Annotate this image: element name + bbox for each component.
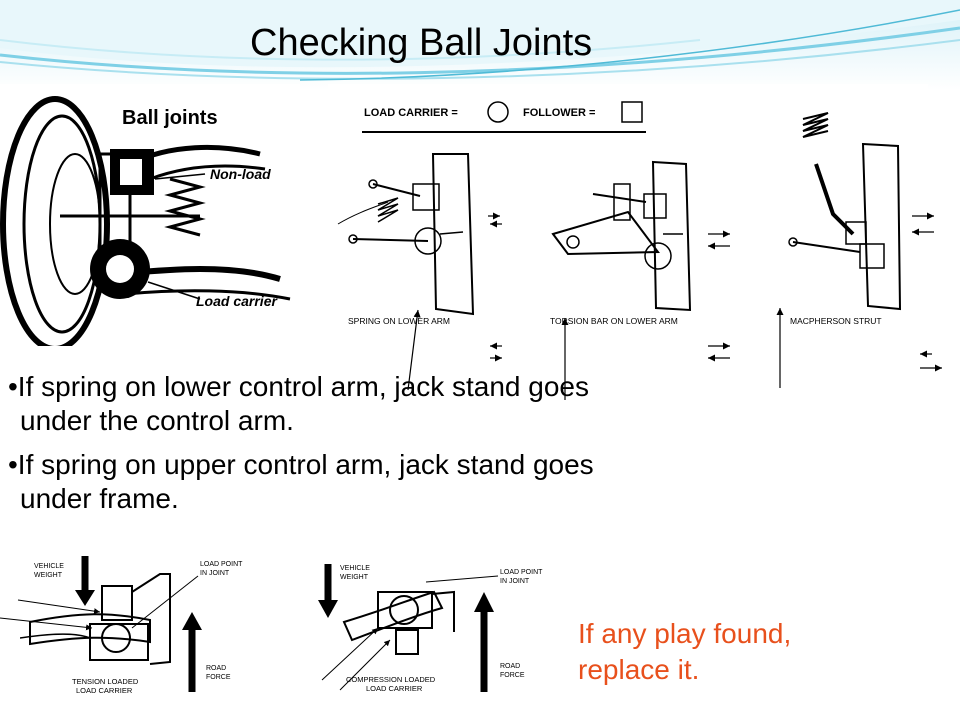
road-force-label: ROAD [500, 663, 520, 670]
bullet-line: •If spring on upper control arm, jack st… [8, 449, 594, 480]
legend-follower: FOLLOWER = [523, 107, 595, 119]
legend-load-carrier: LOAD CARRIER = [364, 107, 458, 119]
load-point-label: LOAD POINT [500, 569, 543, 576]
note-line: If any play found, [578, 618, 792, 649]
load-point-label: IN JOINT [200, 570, 230, 577]
compression-loaded-diagram: VEHICLE WEIGHT LOAD POINT IN JOINT ROAD … [304, 552, 570, 718]
bullet-item-lower-arm: •If spring on lower control arm, jack st… [8, 370, 808, 438]
load-point-label: LOAD POINT [200, 561, 243, 568]
vehicle-label: VEHICLE [34, 563, 64, 570]
legend-circle-icon [487, 101, 509, 123]
tension-caption: LOAD CARRIER [76, 686, 133, 695]
compression-caption: COMPRESSION LOADED [346, 675, 436, 684]
note-line: replace it. [578, 654, 700, 685]
legend-square-icon [621, 101, 643, 123]
road-force-label: FORCE [206, 674, 231, 681]
vehicle-label: WEIGHT [34, 572, 63, 579]
bullet-line: under frame. [20, 483, 179, 514]
vehicle-label: VEHICLE [340, 565, 370, 572]
load-point-label: IN JOINT [500, 578, 530, 585]
tension-loaded-diagram: VEHICLE WEIGHT LOAD POINT IN JOINT ROAD … [20, 552, 272, 718]
torsion-bar-drawing [551, 160, 692, 312]
compression-caption: LOAD CARRIER [366, 684, 423, 693]
replace-note: If any play found, replace it. [578, 616, 791, 688]
caption-macpherson: MACPHERSON STRUT [790, 316, 882, 326]
caption-torsion-bar: TORSION BAR ON LOWER ARM [550, 316, 678, 326]
ball-joints-diagram: Ball joints Non-load Load carrier [0, 84, 300, 346]
suspension-types-diagram: LOAD CARRIER = FOLLOWER = [328, 84, 928, 346]
caption-spring-lower: SPRING ON LOWER ARM [348, 316, 450, 326]
load-carrier-label: Load carrier [196, 293, 278, 309]
spring-on-lower-arm-drawing [337, 153, 475, 316]
vehicle-label: WEIGHT [340, 574, 369, 581]
header-wave-background [0, 0, 960, 90]
bullet-item-upper-arm: •If spring on upper control arm, jack st… [8, 448, 808, 516]
tension-caption: TENSION LOADED [72, 677, 139, 686]
page-title: Checking Ball Joints [250, 22, 593, 64]
ball-joints-heading: Ball joints [122, 107, 218, 129]
bullet-line: under the control arm. [20, 405, 294, 436]
bullet-line: •If spring on lower control arm, jack st… [8, 371, 589, 402]
non-load-label: Non-load [210, 166, 271, 182]
road-force-label: FORCE [500, 672, 525, 679]
macpherson-strut-drawing [788, 112, 902, 311]
road-force-label: ROAD [206, 665, 226, 672]
bullet-list: •If spring on lower control arm, jack st… [8, 370, 808, 526]
